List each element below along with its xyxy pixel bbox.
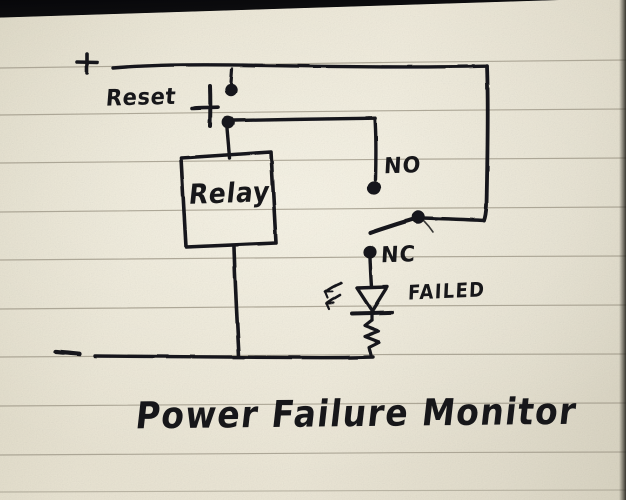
component-contact-no [367,181,381,195]
label-failed: FAILED [407,278,486,306]
wire-positive-rail [75,52,489,75]
diagram-title: Power Failure Monitor [133,389,580,438]
label-reset: Reset [104,83,178,111]
label-normally-open: NO [383,152,423,179]
wire-right-vertical-feed [419,64,490,223]
component-led-failed [323,281,394,316]
component-reset-switch [190,67,238,129]
component-contact-common-pole [367,210,434,236]
wire-reset-to-no-branch [232,116,378,182]
label-relay: Relay [187,175,272,211]
wire-relay-to-negative-rail [232,245,241,358]
component-relay-box [179,150,278,249]
component-contact-nc [363,245,377,289]
component-resistor [363,312,381,357]
label-normally-closed: NC [380,241,417,268]
photo-right-edge [619,0,626,500]
wire-negative-rail [53,349,375,360]
